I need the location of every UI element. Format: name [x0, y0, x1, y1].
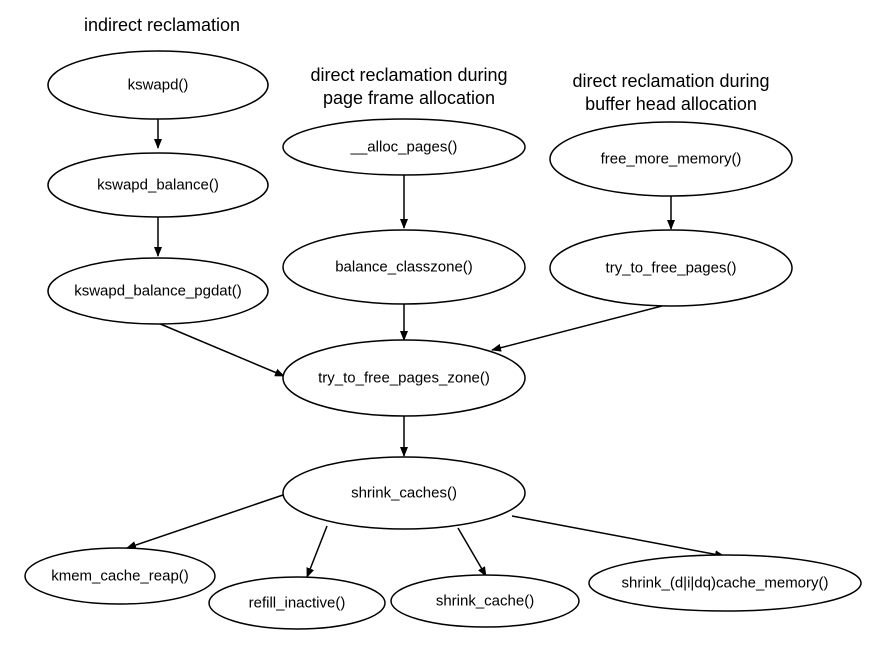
- node-try-to-free-pages-zone: try_to_free_pages_zone(): [282, 339, 526, 417]
- node-try-to-free-pages-label: try_to_free_pages(): [606, 260, 737, 277]
- node-kmem-cache-reap-label: kmem_cache_reap(): [51, 568, 189, 585]
- node-free-more-memory: free_more_memory(): [549, 121, 793, 197]
- node-kswapd-balance: kswapd_balance(): [47, 152, 269, 218]
- node-kswapd-label: kswapd(): [128, 77, 189, 94]
- node-try-to-free-pages: try_to_free_pages(): [549, 229, 793, 307]
- node-kswapd-balance-pgdat: kswapd_balance_pgdat(): [47, 257, 269, 325]
- node-shrink-cache: shrink_cache(): [390, 574, 580, 628]
- heading-indirect-reclamation: indirect reclamation: [84, 15, 240, 35]
- node-kswapd: kswapd(): [47, 50, 269, 120]
- heading-buffer-head-line-2: buffer head allocation: [585, 94, 757, 114]
- edge-shrink-caches-to-kmem-cache-reap: [126, 494, 284, 549]
- node-shrink-cache-label: shrink_cache(): [436, 593, 534, 610]
- node-balance-classzone-label: balance_classzone(): [335, 259, 473, 276]
- heading-buffer-head-line-1: direct reclamation during: [572, 71, 769, 91]
- node-free-more-memory-label: free_more_memory(): [601, 151, 742, 168]
- edge-shrink-caches-to-shrink-cache: [457, 527, 487, 577]
- node-shrink-dcache-memory: shrink_(d|i|dq)cache_memory(): [588, 554, 862, 612]
- edges: [126, 119, 725, 578]
- edge-shrink-caches-to-shrink-dcache-memory: [511, 515, 725, 559]
- node-shrink-caches-label: shrink_caches(): [351, 485, 457, 502]
- heading-page-frame-line-2: page frame allocation: [323, 88, 495, 108]
- edge-shrink-caches-to-refill-inactive: [306, 525, 328, 578]
- node-balance-classzone: balance_classzone(): [282, 229, 526, 305]
- node-alloc-pages: __alloc_pages(): [282, 118, 526, 176]
- edge-kswapd-balance-pgdat-to-try-to-free-pages-zone: [157, 322, 285, 377]
- node-shrink-caches: shrink_caches(): [282, 456, 526, 530]
- node-try-to-free-pages-zone-label: try_to_free_pages_zone(): [318, 370, 490, 387]
- heading-page-frame-line-1: direct reclamation during: [310, 65, 507, 85]
- node-kswapd-balance-pgdat-label: kswapd_balance_pgdat(): [74, 283, 242, 300]
- headings: indirect reclamation direct reclamation …: [84, 15, 770, 114]
- node-refill-inactive: refill_inactive(): [208, 576, 386, 630]
- node-kmem-cache-reap: kmem_cache_reap(): [24, 547, 216, 605]
- node-kswapd-balance-label: kswapd_balance(): [97, 177, 219, 194]
- node-alloc-pages-label: __alloc_pages(): [350, 139, 458, 156]
- node-shrink-dcache-memory-label: shrink_(d|i|dq)cache_memory(): [621, 575, 828, 592]
- edge-try-to-free-pages-to-try-to-free-pages-zone: [491, 305, 663, 352]
- node-refill-inactive-label: refill_inactive(): [249, 595, 346, 612]
- nodes: kswapd() kswapd_balance() kswapd_balance…: [24, 50, 862, 630]
